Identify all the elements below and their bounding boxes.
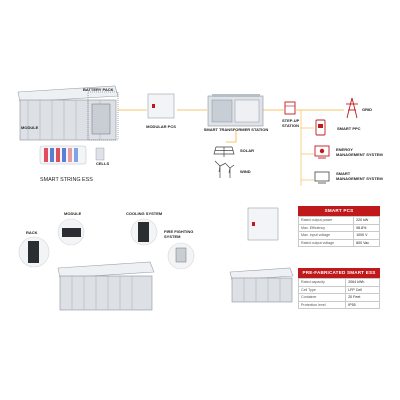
- fire-fighting-circle: [167, 242, 195, 270]
- wind-turbine-icon: [214, 160, 235, 178]
- module-label-top: MODULE: [21, 125, 39, 130]
- spec-label: Rated output voltage: [297, 238, 355, 248]
- table-row: Protection level IP55: [297, 300, 380, 310]
- spec-label: Rated capacity: [297, 278, 347, 287]
- smart-transformer-station-unit: [207, 94, 264, 127]
- rack-label: RACK: [26, 230, 38, 235]
- table-row: Container 20 Feet: [297, 293, 380, 302]
- smart-management-system-icon: [314, 171, 330, 184]
- prefab-ess-spec-table: Rated capacity 2064 kWh Cell Type LFP Ce…: [297, 278, 380, 310]
- spec-label: Cell Type: [297, 285, 347, 295]
- cooling-system-label: COOLING SYSTEM: [126, 211, 163, 216]
- smart-string-ess-container: [17, 85, 119, 141]
- grid-tower-icon: [346, 97, 358, 119]
- table-row: Cell Type LFP Cell: [297, 285, 380, 295]
- spec-label: Max. input voltage: [297, 231, 355, 240]
- spec-value: 1000 V: [353, 231, 380, 240]
- grid-label: GRID: [362, 107, 372, 112]
- spec-label: Protection level: [297, 300, 347, 310]
- smart-pcs-spec-table: Rated output power 220 kW Max. Efficienc…: [297, 216, 380, 248]
- table-row: Rated capacity 2064 kWh: [297, 278, 380, 287]
- spec-value: 220 kW: [353, 216, 380, 225]
- energy-management-system-icon: [314, 145, 330, 159]
- table-row: Max. Efficiency 98.8%: [297, 223, 380, 233]
- spec-value: 20 Feet: [345, 293, 380, 302]
- smart-string-ess-label: SMART STRING ESS: [40, 177, 93, 183]
- ess-container-bottom: [57, 261, 155, 311]
- fire-fighting-system-label: FIRE FIGHTING SYSTEM: [164, 229, 194, 239]
- wind-label: WIND: [240, 169, 251, 174]
- spec-value: 98.8%: [353, 223, 380, 233]
- modular-pcs-label: MODULAR PCS: [146, 124, 176, 129]
- module-circle: [57, 218, 85, 246]
- prefab-ess-title: PRE-FABRICATED SMART ESS: [298, 268, 380, 278]
- step-up-station-icon: [284, 101, 296, 115]
- spec-value: 800 Vac: [353, 238, 380, 248]
- table-row: Rated output power 220 kW: [297, 216, 380, 225]
- smart-pcs-product: [247, 207, 279, 241]
- spec-label: Container: [297, 293, 347, 302]
- management-connector: [300, 110, 314, 186]
- cells-graphic: [39, 145, 105, 165]
- power-flow-line: [118, 109, 344, 143]
- spec-label: Rated output power: [297, 216, 355, 225]
- modular-pcs-unit: [147, 93, 175, 119]
- smart-ppc-label: SMART PPC: [337, 126, 361, 131]
- table-row: Rated output voltage 800 Vac: [297, 238, 380, 248]
- cooling-system-circle: [130, 218, 158, 246]
- spec-label: Max. Efficiency: [297, 223, 355, 233]
- smart-ppc-icon: [315, 119, 326, 136]
- prefab-ess-product: [229, 267, 294, 303]
- smart-management-system-label: SMART MANAGEMENT SYSTEM: [336, 171, 383, 181]
- solar-panel-icon: [213, 146, 235, 157]
- cells-label: CELLS: [96, 161, 110, 166]
- solar-label: SOLAR: [240, 148, 254, 153]
- rack-circle: [18, 236, 50, 268]
- spec-value: 2064 kWh: [345, 278, 380, 287]
- module-label-bottom: MODULE: [64, 211, 82, 216]
- spec-value: IP55: [345, 300, 380, 310]
- smart-transformer-station-label: SMART TRANSFORMER STATION: [203, 127, 269, 132]
- smart-pcs-title: SMART PCS: [298, 206, 380, 216]
- spec-value: LFP Cell: [345, 285, 380, 295]
- energy-management-system-label: ENERGY MANAGEMENT SYSTEM: [336, 147, 383, 157]
- step-up-station-label: STEP-UP STATION: [282, 118, 300, 128]
- battery-pack-label: BATTERY PACK: [83, 87, 114, 92]
- table-row: Max. input voltage 1000 V: [297, 231, 380, 240]
